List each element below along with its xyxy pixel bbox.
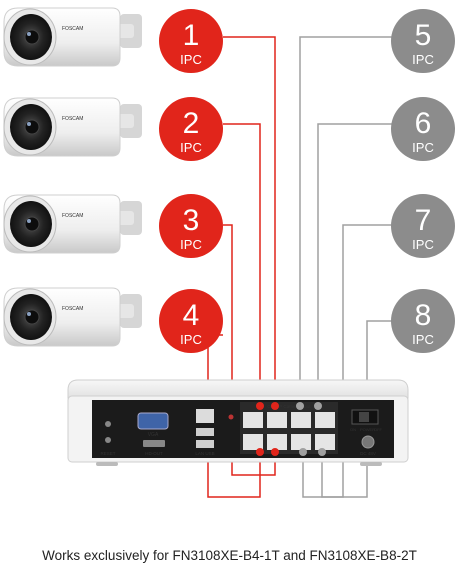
badge-number: 5 — [415, 19, 432, 52]
brand-label: FOSCAM — [62, 306, 83, 312]
badge-number: 2 — [183, 107, 200, 140]
ipc-badge-7: 7 IPC — [391, 194, 455, 258]
connection-dot — [256, 448, 264, 456]
usb-port — [196, 440, 214, 448]
ipc-badge-1: 1 IPC — [159, 9, 223, 73]
ipc-badge-4: 4 IPC — [159, 289, 223, 353]
poe-port — [243, 412, 263, 428]
badge-label: IPC — [180, 140, 202, 155]
poe-port — [315, 434, 335, 450]
cable-ipc-3 — [223, 224, 276, 476]
audio-jack-icon — [105, 437, 111, 443]
switch-power-label: POWER — [360, 427, 375, 432]
dc-power-jack-icon — [361, 435, 375, 449]
badge-label: IPC — [180, 237, 202, 252]
badge-label: IPC — [412, 52, 434, 67]
ipc-badge-5: 5 IPC — [391, 9, 455, 73]
compatibility-caption: Works exclusively for FN3108XE-B4-1T and… — [42, 548, 417, 563]
poe-port — [243, 434, 263, 450]
nvr-recorder: VGA HD-OUT RESET LAN USB Only IP Camera … — [67, 379, 409, 466]
poe-port — [291, 434, 311, 450]
cable-ipc-5 — [299, 36, 392, 405]
poe-port — [267, 412, 287, 428]
poe-port — [315, 412, 335, 428]
cable-ipc-1 — [223, 36, 276, 445]
connection-dot — [296, 402, 304, 410]
bullet-camera: FOSCAM — [3, 287, 142, 347]
connection-dot — [271, 402, 279, 410]
badge-number: 1 — [183, 19, 200, 52]
badge-number: 6 — [415, 107, 432, 140]
brand-label: FOSCAM — [62, 213, 83, 219]
poe-port-row-top — [243, 412, 335, 428]
vga-port — [137, 412, 169, 430]
badge-number: 7 — [415, 204, 432, 237]
badge-number: 8 — [415, 299, 432, 332]
connection-dot — [271, 448, 279, 456]
badge-label: IPC — [412, 237, 434, 252]
brand-label: FOSCAM — [62, 26, 83, 32]
connection-dot — [299, 448, 307, 456]
ipc-badge-6: 6 IPC — [391, 97, 455, 161]
ipc-badge-8: 8 IPC — [391, 289, 455, 353]
vga-label: VGA — [148, 432, 159, 438]
poe-port — [267, 434, 287, 450]
badge-label: IPC — [412, 332, 434, 347]
badge-label: IPC — [412, 140, 434, 155]
reset-label: RESET — [100, 451, 115, 456]
lan-usb-label: LAN USB — [195, 451, 214, 456]
connection-dot — [256, 402, 264, 410]
port-header: Only IP Camera Input — [267, 404, 311, 409]
badge-label: IPC — [180, 52, 202, 67]
bullet-camera: FOSCAM — [3, 194, 142, 254]
hdmi-label: HD-OUT — [145, 451, 163, 456]
badge-label: IPC — [180, 332, 202, 347]
reset-button-icon — [105, 421, 111, 427]
bullet-camera: FOSCAM — [3, 7, 142, 67]
poe-port-row-bottom — [243, 434, 335, 450]
ipc-badge-2: 2 IPC — [159, 97, 223, 161]
cable-group — [207, 36, 392, 498]
power-label: DC 48V — [360, 451, 376, 456]
lan-port — [196, 409, 214, 423]
badge-number: 3 — [183, 204, 200, 237]
connection-dot — [318, 448, 326, 456]
hdmi-port — [143, 440, 165, 447]
poe-port — [291, 412, 311, 428]
badge-number: 4 — [183, 299, 200, 332]
ground-screw-icon — [228, 414, 234, 420]
bullet-camera: FOSCAM — [3, 97, 142, 157]
brand-label: FOSCAM — [62, 116, 83, 122]
cable-ipc-2 — [223, 123, 261, 445]
usb-port — [196, 428, 214, 436]
switch-rocker — [359, 412, 369, 422]
cable-ipc-8 — [302, 320, 392, 498]
ipc-badge-3: 3 IPC — [159, 194, 223, 258]
connection-dot — [314, 402, 322, 410]
switch-on-label: ON — [350, 427, 356, 432]
switch-off-label: OFF — [374, 427, 383, 432]
cable-ipc-6 — [317, 123, 392, 405]
